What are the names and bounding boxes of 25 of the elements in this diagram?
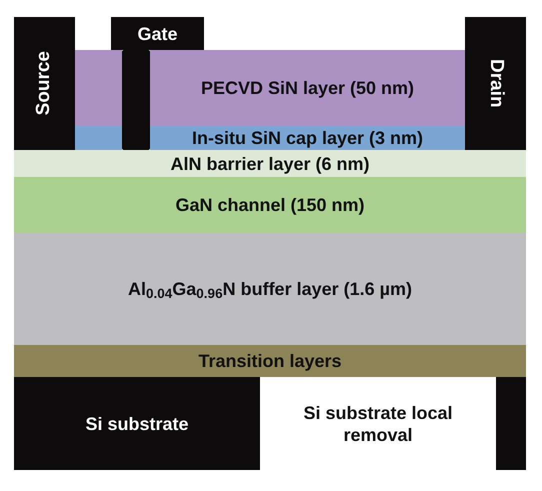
- layer-label: Al$_{0.04}$Ga$_{0.96}$N buffer layer (1.6 µm): [127, 278, 413, 300]
- si-substrate: [14, 377, 260, 470]
- drain-electrode: [465, 17, 526, 150]
- layer-label: In-situ SiN cap layer (3 nm): [190, 127, 424, 149]
- sin-cap-segment: [75, 126, 122, 150]
- sin-layer-segment: [75, 50, 122, 126]
- layer-label: AlN barrier layer (6 nm): [169, 152, 371, 174]
- barrier-layer: [14, 150, 526, 177]
- channel-layer: [14, 177, 526, 233]
- layer-label: Si substrate local removal: [302, 402, 454, 446]
- layer-label: Si substrate: [84, 412, 190, 434]
- layer-label: Transition layers: [197, 350, 343, 372]
- layer-label: GaN channel (150 nm): [174, 194, 366, 216]
- gate-stem: [122, 50, 150, 150]
- pecvd-sin-layer: [150, 50, 465, 126]
- layer-label: Gate: [136, 22, 179, 44]
- layer-label: Drain: [484, 59, 508, 108]
- transition-layer: [14, 345, 526, 377]
- layer-label: PECVD SiN layer (50 nm): [200, 77, 416, 99]
- source-electrode: [14, 17, 75, 150]
- sin-cap-layer: [150, 126, 465, 150]
- buffer-layer: [14, 233, 526, 345]
- si-substrate: [496, 377, 526, 470]
- layer-label: Source: [32, 51, 56, 116]
- gate-electrode: [111, 17, 204, 50]
